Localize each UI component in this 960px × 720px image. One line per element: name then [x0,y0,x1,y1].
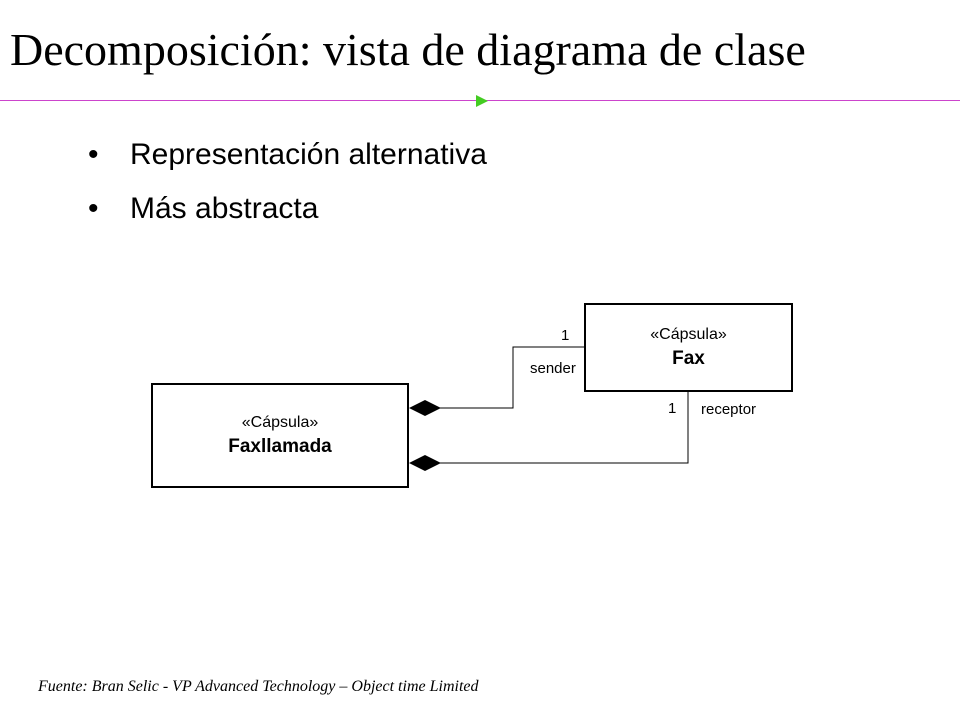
sender-role: sender [530,360,576,377]
receptor-association-line [440,391,689,464]
bullet-list: • Representación alternativa • Más abstr… [88,128,487,236]
bullet-dot-icon: • [88,192,99,225]
sender-composition-diamond-icon [409,400,441,416]
receptor-composition-diamond-icon [409,455,441,471]
bullet-item: • Representación alternativa [88,128,487,182]
sender-association-line [440,346,584,409]
slide-title: Decomposición: vista de diagrama de clas… [10,24,806,75]
receptor-role: receptor [701,401,757,418]
bullet-text: Más abstracta [130,192,319,225]
fax-stereotype: «Cápsula» [650,325,727,343]
fax-capsule: «Cápsula» Fax [584,303,793,392]
faxllamada-capsule: «Cápsula» Faxllamada [151,383,409,488]
source-footer: Fuente: Bran Selic - VP Advanced Technol… [38,678,479,695]
receptor-multiplicity: 1 [668,400,677,417]
sender-multiplicity: 1 [561,327,570,344]
fax-class-name: Fax [672,347,705,369]
bullet-text: Representación alternativa [130,138,487,171]
bullet-dot-icon: • [88,138,99,171]
faxllamada-class-name: Faxllamada [228,435,332,457]
divider-arrow-icon [476,95,488,107]
bullet-item: • Más abstracta [88,182,487,236]
faxllamada-stereotype: «Cápsula» [241,413,319,431]
